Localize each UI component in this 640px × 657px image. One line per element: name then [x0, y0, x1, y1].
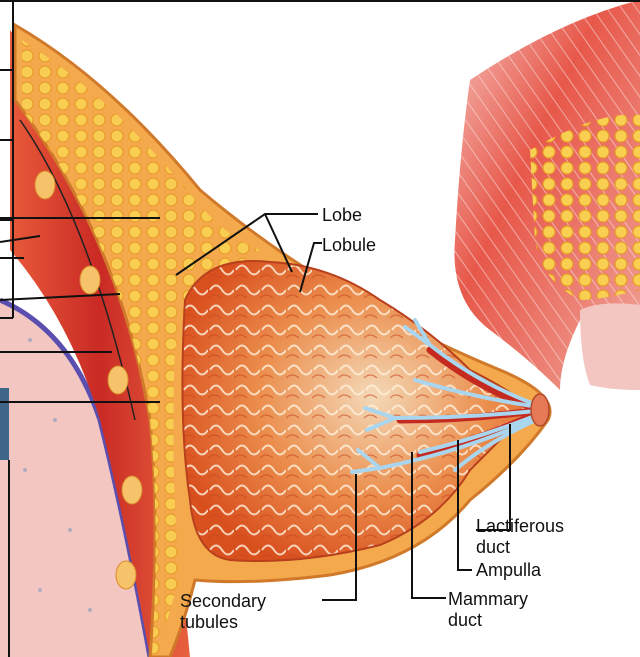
- lactiferous-duct-label-line2: duct: [476, 537, 510, 557]
- lobule-label: Lobule: [322, 235, 376, 255]
- secondary-tubules-label-line2: tubules: [180, 612, 238, 632]
- lactiferous-duct-label-line1: Lactiferous: [476, 516, 564, 536]
- mammary-duct-label-line2: duct: [448, 610, 482, 630]
- ampulla-label: Ampulla: [476, 560, 542, 580]
- lobe-label: Lobe: [322, 205, 362, 225]
- adjacent-tissue: [454, 0, 640, 390]
- secondary-tubules-label-line1: Secondary: [180, 591, 266, 611]
- mammary-duct-label-line1: Mammary: [448, 589, 528, 609]
